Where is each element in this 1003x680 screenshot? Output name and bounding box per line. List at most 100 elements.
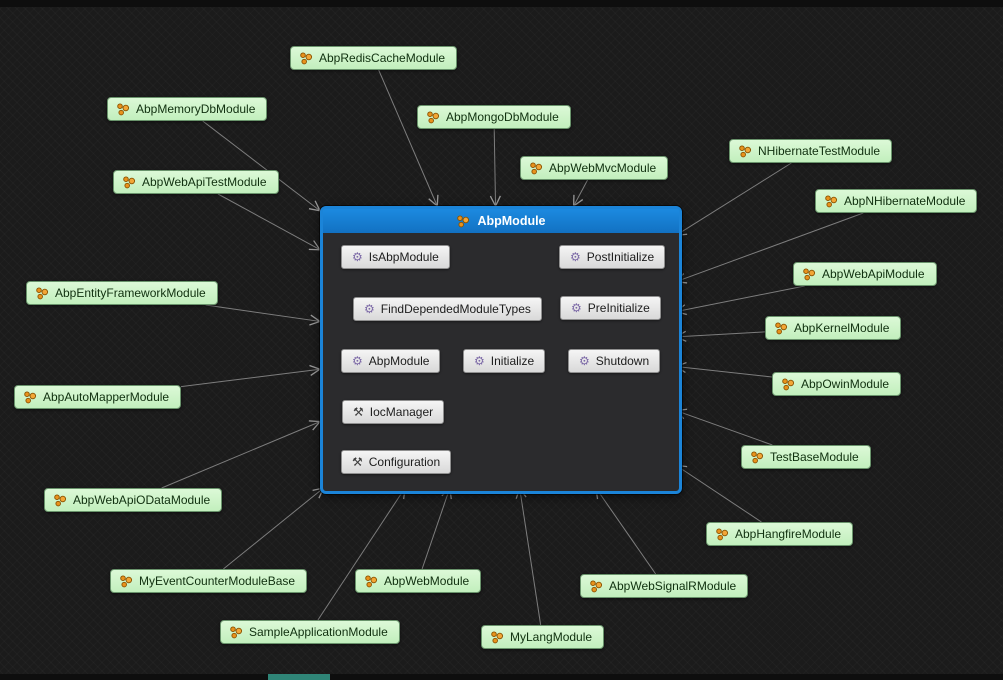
member-AbpModule[interactable]: ⚙AbpModule bbox=[341, 349, 441, 373]
module-icon bbox=[35, 286, 49, 300]
node-label: AbpKernelModule bbox=[794, 321, 890, 335]
node-AbpModule[interactable]: AbpModule ⚙IsAbpModule⚙PostInitialize⚙Fi… bbox=[320, 206, 682, 494]
node-AbpWebSignalRModule[interactable]: AbpWebSignalRModule bbox=[580, 574, 749, 598]
node-AbpRedisCacheModule[interactable]: AbpRedisCacheModule bbox=[290, 46, 458, 70]
node-AbpKernelModule[interactable]: AbpKernelModule bbox=[765, 316, 902, 340]
node-SampleApplicationModule[interactable]: SampleApplicationModule bbox=[220, 620, 400, 644]
abpmodule-members: ⚙IsAbpModule⚙PostInitialize⚙FindDepended… bbox=[323, 209, 679, 491]
node-label: AbpRedisCacheModule bbox=[319, 51, 446, 65]
dependency-arrow-AbpMongoDbModule bbox=[489, 128, 501, 208]
module-icon bbox=[364, 574, 378, 588]
module-icon bbox=[750, 450, 764, 464]
node-AbpAutoMapperModule[interactable]: AbpAutoMapperModule bbox=[14, 385, 182, 409]
member-Initialize[interactable]: ⚙ Initialize bbox=[463, 349, 546, 373]
node-label: MyEventCounterModuleBase bbox=[139, 574, 296, 588]
member-label: IocManager bbox=[369, 405, 434, 419]
member-IsAbpModule[interactable]: ⚙IsAbpModule bbox=[341, 245, 450, 269]
gear-icon: ⚙ bbox=[474, 354, 485, 368]
module-icon bbox=[119, 574, 133, 588]
abpmodule-header[interactable]: AbpModule bbox=[323, 209, 679, 233]
module-icon bbox=[490, 630, 504, 644]
module-icon bbox=[781, 377, 795, 391]
module-icon bbox=[774, 321, 788, 335]
node-label: AbpHangfireModule bbox=[735, 527, 842, 541]
dependency-arrow-NHibernateTestModule bbox=[674, 162, 792, 237]
dependency-arrow-AbpKernelModule bbox=[674, 330, 766, 342]
abpmodule-title: AbpModule bbox=[477, 214, 546, 228]
module-icon bbox=[122, 175, 136, 189]
gear-icon: ⚙ bbox=[571, 301, 582, 315]
node-NHibernateTestModule[interactable]: NHibernateTestModule bbox=[729, 139, 893, 163]
member-FindDependedModuleTypes[interactable]: ⚙ FindDependedModuleTypes bbox=[353, 297, 542, 321]
node-AbpHangfireModule[interactable]: AbpHangfireModule bbox=[706, 522, 854, 546]
node-label: AbpMemoryDbModule bbox=[136, 102, 256, 116]
node-AbpMemoryDbModule[interactable]: AbpMemoryDbModule bbox=[107, 97, 268, 121]
gear-icon: ⚙ bbox=[352, 250, 363, 264]
node-MyEventCounterModuleBase[interactable]: MyEventCounterModuleBase bbox=[110, 569, 308, 593]
dependency-arrow-AbpWebApiModule bbox=[674, 285, 805, 316]
member-label: PreInitialize bbox=[587, 301, 650, 315]
member-label: PostInitialize bbox=[586, 250, 655, 264]
gear-icon: ⚙ bbox=[579, 354, 590, 368]
node-AbpOwinModule[interactable]: AbpOwinModule bbox=[772, 372, 902, 396]
dependency-arrow-AbpMemoryDbModule bbox=[202, 120, 322, 212]
node-AbpWebApiModule[interactable]: AbpWebApiModule bbox=[793, 262, 937, 286]
member-label: Configuration bbox=[368, 455, 441, 469]
node-label: SampleApplicationModule bbox=[249, 625, 388, 639]
top-edge-strip bbox=[0, 0, 1003, 7]
taskbar-sliver bbox=[268, 674, 330, 680]
gear-icon: ⚙ bbox=[364, 302, 375, 316]
node-label: AbpMongoDbModule bbox=[446, 110, 559, 124]
node-label: AbpWebModule bbox=[384, 574, 470, 588]
node-label: AbpWebApiODataModule bbox=[73, 493, 211, 507]
dependency-arrow-MyEventCounterModuleBase bbox=[223, 487, 325, 570]
wrench-icon: ⚒ bbox=[352, 455, 363, 469]
node-label: AbpWebApiModule bbox=[822, 267, 925, 281]
dependency-arrow-TestBaseModule bbox=[674, 408, 773, 446]
member-Configuration[interactable]: ⚒ Configuration bbox=[341, 450, 452, 474]
node-AbpWebApiTestModule[interactable]: AbpWebApiTestModule bbox=[113, 170, 279, 194]
node-AbpWebApiODataModule[interactable]: AbpWebApiODataModule bbox=[44, 488, 223, 512]
module-icon bbox=[824, 194, 838, 208]
gear-icon: ⚙ bbox=[352, 354, 363, 368]
node-AbpMongoDbModule[interactable]: AbpMongoDbModule bbox=[417, 105, 571, 129]
member-label: Initialize bbox=[490, 354, 535, 368]
member-IocManager[interactable]: ⚒IocManager bbox=[342, 400, 445, 424]
node-AbpWebModule[interactable]: AbpWebModule bbox=[355, 569, 482, 593]
module-icon bbox=[456, 214, 470, 228]
member-PreInitialize[interactable]: ⚙ PreInitialize bbox=[560, 296, 661, 320]
module-icon bbox=[589, 579, 603, 593]
node-AbpWebMvcModule[interactable]: AbpWebMvcModule bbox=[520, 156, 669, 180]
node-MyLangModule[interactable]: MyLangModule bbox=[481, 625, 605, 649]
node-label: MyLangModule bbox=[510, 630, 593, 644]
node-label: NHibernateTestModule bbox=[758, 144, 881, 158]
dependency-arrow-AbpWebApiODataModule bbox=[161, 420, 322, 489]
dependency-arrow-AbpNHibernateModule bbox=[674, 212, 864, 284]
member-Shutdown[interactable]: ⚙ Shutdown bbox=[568, 349, 661, 373]
node-label: AbpWebMvcModule bbox=[549, 161, 657, 175]
member-label: Shutdown bbox=[595, 354, 650, 368]
node-label: AbpAutoMapperModule bbox=[43, 390, 170, 404]
module-icon bbox=[53, 493, 67, 507]
member-label: FindDependedModuleTypes bbox=[380, 302, 531, 316]
dependency-arrow-AbpOwinModule bbox=[674, 361, 773, 378]
node-AbpEntityFrameworkModule[interactable]: AbpEntityFrameworkModule bbox=[26, 281, 218, 305]
node-label: AbpWebApiTestModule bbox=[142, 175, 267, 189]
gear-icon: ⚙ bbox=[570, 250, 581, 264]
dependency-arrow-AbpHangfireModule bbox=[674, 464, 762, 523]
dependency-arrow-MyLangModule bbox=[515, 486, 542, 626]
member-PostInitialize[interactable]: ⚙ PostInitialize bbox=[559, 245, 666, 269]
dependency-arrow-AbpRedisCacheModule bbox=[378, 69, 439, 208]
node-label: AbpOwinModule bbox=[801, 377, 890, 391]
dependency-arrow-AbpWebApiTestModule bbox=[217, 193, 322, 251]
node-label: AbpWebSignalRModule bbox=[609, 579, 737, 593]
node-TestBaseModule[interactable]: TestBaseModule bbox=[741, 445, 871, 469]
module-icon bbox=[715, 527, 729, 541]
dependency-arrow-AbpWebModule bbox=[421, 486, 452, 570]
node-AbpNHibernateModule[interactable]: AbpNHibernateModule bbox=[815, 189, 978, 213]
bottom-edge-strip bbox=[0, 674, 1003, 680]
module-icon bbox=[529, 161, 543, 175]
